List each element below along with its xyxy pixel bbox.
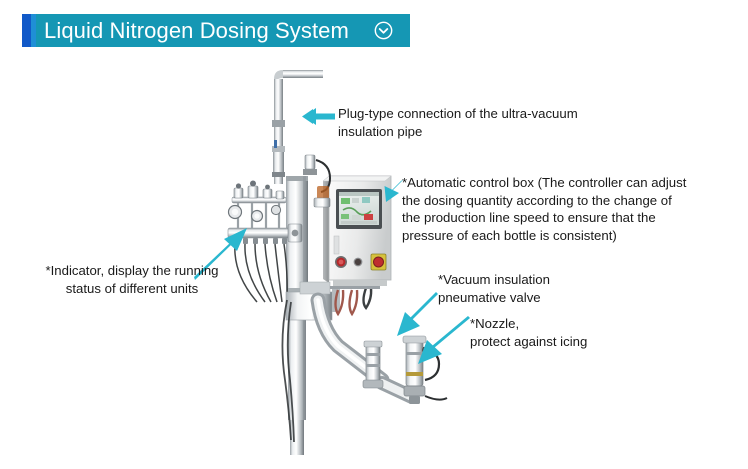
column-cabling <box>281 299 295 443</box>
annotation-automatic-control-box: *Automatic control box (The controller c… <box>402 175 687 243</box>
page-title: Liquid Nitrogen Dosing System <box>44 18 349 43</box>
dosing-pipe-run <box>310 292 390 388</box>
hmi-touch-screen-content <box>339 192 379 224</box>
annotation-vacuum-insulation-valve: *Vacuum insulation pneumative valve <box>438 272 550 305</box>
vacuum-insulation-pneumatic-valve <box>362 340 384 389</box>
header-accent-bar-light <box>31 14 36 47</box>
annotation-indicator: *Indicator, display the running status o… <box>45 263 219 296</box>
ultra-vacuum-insulation-pipe-top <box>272 70 323 184</box>
automatic-control-box <box>322 175 392 286</box>
annotation-plug-connection: Plug-type connection of the ultra-vacuum… <box>338 106 578 139</box>
header-banner[interactable]: Liquid Nitrogen Dosing System <box>22 14 410 47</box>
mid-assembly <box>285 281 380 321</box>
annotation-nozzle: *Nozzle, protect against icing <box>470 316 588 349</box>
selector-switch <box>353 257 363 267</box>
header-accent-bar-dark <box>22 14 31 47</box>
chevron-down-circle-icon[interactable] <box>374 21 393 40</box>
upper-pneumatic-actuator <box>303 154 332 208</box>
dosing-nozzle <box>402 335 448 404</box>
